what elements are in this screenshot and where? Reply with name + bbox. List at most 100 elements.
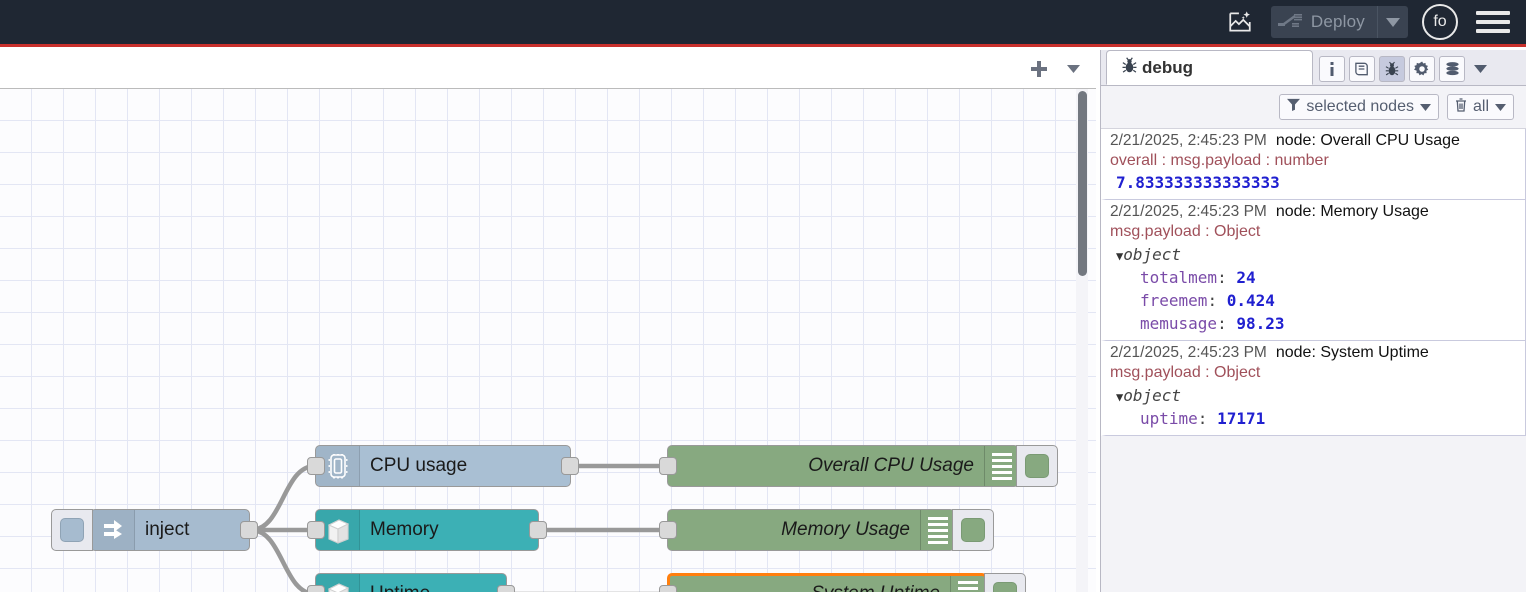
debug-clear-button[interactable]: all bbox=[1446, 94, 1514, 120]
bug-icon bbox=[1121, 56, 1138, 79]
debug-message[interactable]: 2/21/2025, 2:45:23 PM node: System Uptim… bbox=[1101, 341, 1526, 437]
debug-message[interactable]: 2/21/2025, 2:45:23 PM node: Overall CPU … bbox=[1101, 129, 1526, 200]
stack-icon[interactable] bbox=[1439, 56, 1465, 82]
chevron-down-icon[interactable] bbox=[1469, 56, 1491, 82]
deploy-button[interactable]: Deploy bbox=[1270, 6, 1408, 38]
debug-object-value: 0.424 bbox=[1226, 290, 1275, 310]
debug-message-list[interactable]: 2/21/2025, 2:45:23 PM node: Overall CPU … bbox=[1101, 129, 1526, 591]
node-output-port[interactable] bbox=[529, 521, 547, 539]
tab-debug[interactable]: debug bbox=[1106, 50, 1313, 85]
node-output-port[interactable] bbox=[561, 457, 579, 475]
tab-debug-label: debug bbox=[1142, 57, 1193, 77]
debug-message-node: node: Memory Usage bbox=[1275, 202, 1429, 220]
debug-object-colon: : bbox=[1207, 290, 1227, 310]
node-input-port[interactable] bbox=[659, 585, 677, 592]
flow-canvas[interactable]: inject CPU usage bbox=[0, 89, 1096, 592]
debug-lines-icon bbox=[984, 446, 1018, 486]
node-label: Memory Usage bbox=[781, 519, 910, 540]
node-label: Overall CPU Usage bbox=[808, 455, 974, 476]
node-label: Uptime bbox=[360, 583, 506, 592]
node-uptime[interactable]: Uptime bbox=[307, 573, 515, 592]
node-label: inject bbox=[145, 519, 190, 540]
book-icon[interactable] bbox=[1349, 56, 1375, 82]
node-system-uptime[interactable]: System Uptime bbox=[659, 573, 1026, 592]
debug-message-node: node: System Uptime bbox=[1275, 344, 1429, 362]
debug-sidebar: debug bbox=[1100, 50, 1526, 592]
node-input-port[interactable] bbox=[659, 521, 677, 539]
debug-message[interactable]: 2/21/2025, 2:45:23 PM node: Memory Usage… bbox=[1101, 199, 1526, 342]
node-input-port[interactable] bbox=[659, 457, 677, 475]
canvas-scrollbar-thumb[interactable] bbox=[1078, 91, 1087, 276]
debug-message-topic: overall : msg.payload : number bbox=[1110, 152, 1329, 169]
debug-enable-toggle[interactable] bbox=[984, 573, 1026, 592]
node-label: System Uptime bbox=[670, 583, 950, 592]
deploy-separator bbox=[1377, 6, 1378, 38]
debug-filter-label: selected nodes bbox=[1306, 98, 1414, 115]
caret-down-icon[interactable]: ▼ bbox=[1116, 389, 1124, 404]
chevron-down-icon bbox=[1419, 98, 1431, 116]
flow-tab-bar bbox=[0, 50, 1096, 89]
sidebar-tab-bar: debug bbox=[1101, 50, 1526, 86]
node-output-port[interactable] bbox=[497, 585, 515, 592]
debug-message-timestamp: 2/21/2025, 2:45:23 PM bbox=[1110, 132, 1267, 149]
debug-toolbar: selected nodes all bbox=[1101, 86, 1526, 129]
debug-message-header: 2/21/2025, 2:45:23 PM node: Memory Usage bbox=[1110, 203, 1519, 221]
hamburger-menu-icon[interactable] bbox=[1476, 5, 1510, 39]
node-overall-cpu-usage[interactable]: Overall CPU Usage bbox=[659, 445, 1058, 487]
debug-object-property: freemem: 0.424 bbox=[1110, 289, 1519, 312]
debug-object-key: totalmem bbox=[1140, 267, 1218, 287]
info-icon[interactable] bbox=[1319, 56, 1345, 82]
app-header: Deploy fo bbox=[0, 0, 1526, 47]
debug-message-node: node: Overall CPU Usage bbox=[1275, 132, 1460, 149]
node-cpu-usage[interactable]: CPU usage bbox=[307, 445, 579, 487]
debug-object-property: totalmem: 24 bbox=[1110, 266, 1519, 289]
debug-object-key: memusage bbox=[1140, 314, 1218, 334]
node-label: Memory bbox=[370, 519, 439, 540]
debug-object-root-label: object bbox=[1123, 385, 1182, 405]
node-label: CPU usage bbox=[370, 455, 468, 476]
debug-enable-toggle[interactable] bbox=[1016, 445, 1058, 487]
gear-icon[interactable] bbox=[1409, 56, 1435, 82]
debug-message-topic: msg.payload : Object bbox=[1110, 364, 1261, 382]
debug-message-timestamp: 2/21/2025, 2:45:23 PM bbox=[1110, 344, 1267, 362]
avatar[interactable]: fo bbox=[1422, 4, 1458, 40]
add-flow-button[interactable] bbox=[1022, 50, 1056, 88]
debug-lines-icon bbox=[950, 576, 984, 592]
debug-object-colon: : bbox=[1197, 409, 1218, 429]
debug-message-timestamp: 2/21/2025, 2:45:23 PM bbox=[1110, 202, 1267, 220]
node-input-port[interactable] bbox=[307, 457, 325, 475]
debug-clear-label: all bbox=[1472, 98, 1489, 115]
node-memory-usage[interactable]: Memory Usage bbox=[659, 509, 994, 551]
arrow-right-icon bbox=[91, 510, 135, 550]
debug-object-property: uptime: 17171 bbox=[1110, 407, 1519, 430]
debug-object-colon: : bbox=[1217, 314, 1237, 334]
inject-trigger-button[interactable] bbox=[51, 509, 93, 551]
debug-object-value: 98.23 bbox=[1236, 314, 1285, 334]
deploy-button-label: Deploy bbox=[1310, 12, 1365, 31]
debug-object-root[interactable]: ▼object bbox=[1110, 243, 1519, 266]
caret-down-icon[interactable]: ▼ bbox=[1116, 248, 1124, 263]
bug-icon[interactable] bbox=[1379, 56, 1405, 82]
chevron-down-icon bbox=[1495, 98, 1506, 116]
chevron-down-icon[interactable] bbox=[1378, 17, 1408, 27]
node-output-port[interactable] bbox=[240, 521, 258, 539]
image-sparkle-icon[interactable] bbox=[1221, 3, 1259, 41]
debug-enable-toggle[interactable] bbox=[952, 509, 994, 551]
node-input-port[interactable] bbox=[307, 585, 325, 592]
flow-workspace: inject CPU usage bbox=[0, 50, 1096, 592]
debug-filter-button[interactable]: selected nodes bbox=[1279, 94, 1439, 120]
node-memory[interactable]: Memory bbox=[307, 509, 547, 551]
node-input-port[interactable] bbox=[307, 521, 325, 539]
trash-icon bbox=[1455, 97, 1467, 117]
debug-object-key: freemem bbox=[1140, 290, 1208, 310]
debug-object-colon: : bbox=[1217, 267, 1237, 287]
debug-object-root-label: object bbox=[1123, 244, 1182, 264]
debug-message-header: 2/21/2025, 2:45:23 PM node: System Uptim… bbox=[1110, 344, 1519, 362]
debug-object-key: uptime bbox=[1140, 409, 1198, 429]
node-inject[interactable]: inject bbox=[51, 509, 258, 551]
avatar-initials: fo bbox=[1433, 13, 1447, 30]
debug-object-root[interactable]: ▼object bbox=[1110, 384, 1519, 407]
debug-object-property: memusage: 98.23 bbox=[1110, 312, 1519, 335]
filter-icon bbox=[1287, 98, 1301, 116]
flow-tab-menu-icon[interactable] bbox=[1056, 50, 1090, 88]
